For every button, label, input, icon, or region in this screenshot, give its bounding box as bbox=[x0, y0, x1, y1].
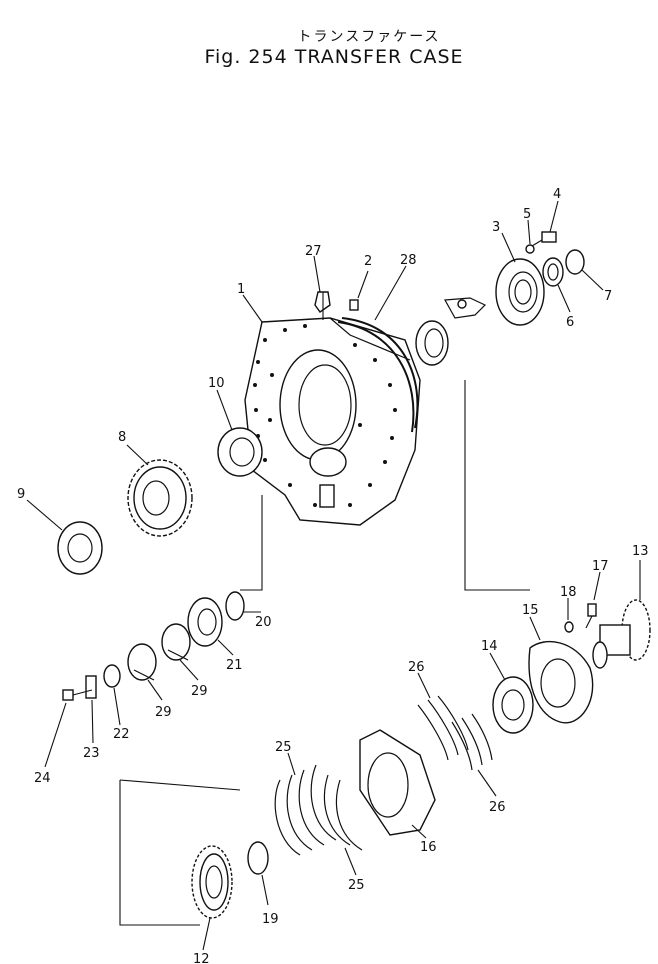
callout-26-top: 26 bbox=[408, 660, 425, 675]
callout-29-right: 29 bbox=[191, 684, 208, 699]
callout-16: 16 bbox=[420, 840, 437, 855]
callout-15: 15 bbox=[522, 603, 539, 618]
clutch-part-26a bbox=[417, 695, 469, 761]
callout-23: 23 bbox=[83, 746, 100, 761]
callout-22: 22 bbox=[113, 727, 130, 742]
callout-12: 12 bbox=[193, 952, 210, 964]
breather-plug bbox=[314, 291, 331, 320]
callout-5: 5 bbox=[523, 207, 531, 222]
bolt-17 bbox=[585, 603, 597, 629]
callout-18: 18 bbox=[560, 585, 577, 600]
bearing-9 bbox=[57, 521, 103, 575]
snap-ring-20 bbox=[225, 591, 245, 621]
title-japanese: トランスファケース bbox=[297, 29, 441, 45]
callout-25-top: 25 bbox=[275, 740, 292, 755]
callout-20: 20 bbox=[255, 615, 272, 630]
callout-labels: 1 2 3 4 5 6 7 8 9 10 12 13 14 15 16 17 1… bbox=[17, 187, 649, 964]
callout-26-bottom: 26 bbox=[489, 800, 506, 815]
output-gear-shaft bbox=[592, 599, 651, 669]
bearing-6 bbox=[542, 257, 564, 287]
plug bbox=[349, 299, 359, 311]
callout-3: 3 bbox=[492, 220, 500, 235]
callout-9: 9 bbox=[17, 487, 25, 502]
bolt-24 bbox=[62, 689, 93, 701]
clutch-discs bbox=[274, 764, 363, 856]
callout-29-left: 29 bbox=[155, 705, 172, 720]
washer-18 bbox=[564, 621, 574, 633]
callout-25-bottom: 25 bbox=[348, 878, 365, 893]
gear-12 bbox=[191, 845, 233, 919]
callout-19: 19 bbox=[262, 912, 279, 927]
seal-retainer bbox=[415, 297, 487, 366]
bearing-cover bbox=[495, 258, 545, 326]
transfer-case-housing bbox=[244, 317, 421, 526]
flange-cover bbox=[528, 641, 594, 724]
title-english: Fig. 254 TRANSFER CASE bbox=[204, 46, 464, 68]
callout-7: 7 bbox=[604, 289, 612, 304]
callout-17: 17 bbox=[592, 559, 609, 574]
part-29b bbox=[127, 643, 157, 681]
bearing-21 bbox=[187, 597, 223, 647]
clutch-housing bbox=[359, 729, 436, 836]
callout-4: 4 bbox=[553, 187, 561, 202]
callout-13: 13 bbox=[632, 544, 649, 559]
callout-10: 10 bbox=[208, 376, 225, 391]
plate-22 bbox=[103, 664, 121, 688]
callout-28: 28 bbox=[400, 253, 417, 268]
callout-21: 21 bbox=[226, 658, 243, 673]
bearing-10 bbox=[217, 427, 263, 477]
snap-ring bbox=[565, 249, 585, 275]
callout-14: 14 bbox=[481, 639, 498, 654]
lock-washer bbox=[525, 244, 535, 254]
lock-plate-23 bbox=[85, 675, 97, 699]
part-29a bbox=[161, 623, 191, 661]
callout-24: 24 bbox=[34, 771, 51, 786]
assembly-axis-lines bbox=[119, 380, 530, 926]
callout-27: 27 bbox=[305, 244, 322, 259]
snap-ring-19 bbox=[247, 841, 269, 875]
clutch-part-26b bbox=[451, 713, 493, 771]
bearing-14 bbox=[492, 676, 534, 734]
cover-bolt bbox=[531, 231, 557, 247]
callout-2: 2 bbox=[364, 254, 372, 269]
o-ring bbox=[341, 317, 419, 429]
leader-lines bbox=[26, 200, 641, 951]
callout-8: 8 bbox=[118, 430, 126, 445]
callout-6: 6 bbox=[566, 315, 574, 330]
callout-1: 1 bbox=[237, 282, 245, 297]
gear-8 bbox=[127, 459, 193, 537]
